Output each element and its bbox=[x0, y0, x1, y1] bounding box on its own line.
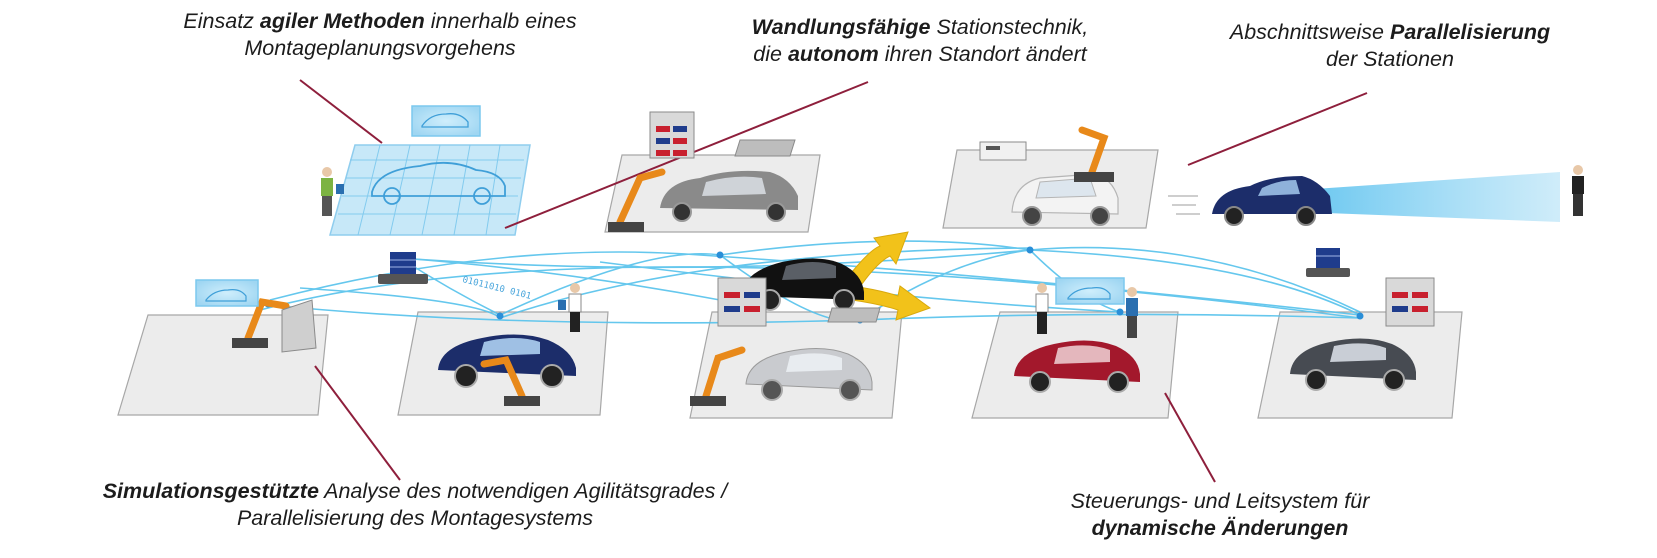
leader-line-simulation bbox=[314, 365, 401, 481]
caption-simulation-analysis: Simulationsgestützte Analyse des notwend… bbox=[102, 479, 728, 530]
shelf-front-3 bbox=[717, 277, 767, 327]
table-front-3 bbox=[827, 307, 881, 323]
leader-line-agile bbox=[299, 79, 383, 144]
leader-line-steuerung bbox=[1164, 392, 1216, 483]
platform-holo-plan bbox=[329, 144, 531, 236]
platform-station-front-1 bbox=[117, 314, 329, 416]
holo-screen-front-1 bbox=[195, 279, 259, 307]
parallelization-beam bbox=[1168, 172, 1560, 222]
car-darkgrey-front-5 bbox=[1290, 338, 1416, 391]
person-planner-tablet bbox=[321, 167, 344, 216]
robot-arm-back-2 bbox=[608, 168, 666, 232]
car-red-front-4 bbox=[1014, 340, 1140, 393]
person-beam-end bbox=[1572, 165, 1584, 216]
agv-shelf-right bbox=[1306, 248, 1350, 277]
holo-screen-front-4 bbox=[1055, 277, 1125, 305]
robot-arm-front-3 bbox=[690, 346, 746, 406]
car-white-back-3 bbox=[1011, 173, 1119, 226]
shelf-front-5 bbox=[1385, 277, 1435, 327]
car-navy-parallel bbox=[1212, 176, 1332, 226]
caption-control-system: Steuerungs- und Leitsystem für dynamisch… bbox=[1070, 489, 1370, 540]
robot-arm-front-2 bbox=[480, 356, 540, 406]
holo-screen-top bbox=[411, 105, 481, 137]
person-worker-white bbox=[1035, 283, 1049, 334]
person-worker-blue bbox=[1126, 287, 1138, 338]
agv-shelf-left bbox=[378, 252, 428, 284]
caption-agile-methods: Einsatz agiler Methoden innerhalb eines … bbox=[183, 9, 577, 60]
leader-line-parallel bbox=[1187, 92, 1368, 166]
box-front-1 bbox=[281, 299, 317, 353]
branch-arrows bbox=[851, 231, 932, 321]
arrow-right-icon bbox=[851, 285, 932, 321]
holo-car-outline bbox=[371, 161, 506, 205]
car-navy-front-2 bbox=[438, 334, 576, 388]
table-back-2 bbox=[734, 139, 796, 157]
caption-parallelization: Abschnittsweise Parallelisierung der Sta… bbox=[1229, 20, 1551, 71]
shelf-back-2 bbox=[649, 111, 695, 159]
person-tablet-front-2 bbox=[558, 283, 582, 332]
tool-cart-back-3 bbox=[979, 141, 1027, 161]
car-grey-back-2 bbox=[660, 170, 798, 222]
arrow-up-icon bbox=[851, 231, 909, 285]
car-lightgrey-front-3 bbox=[745, 348, 873, 401]
binary-stream: 01011010 0101 bbox=[461, 275, 532, 302]
caption-convertible-station: Wandlungsfähige Stationstechnik, die aut… bbox=[751, 15, 1089, 66]
robot-arm-front-1 bbox=[232, 298, 290, 348]
robot-arm-back-3 bbox=[1074, 126, 1114, 182]
